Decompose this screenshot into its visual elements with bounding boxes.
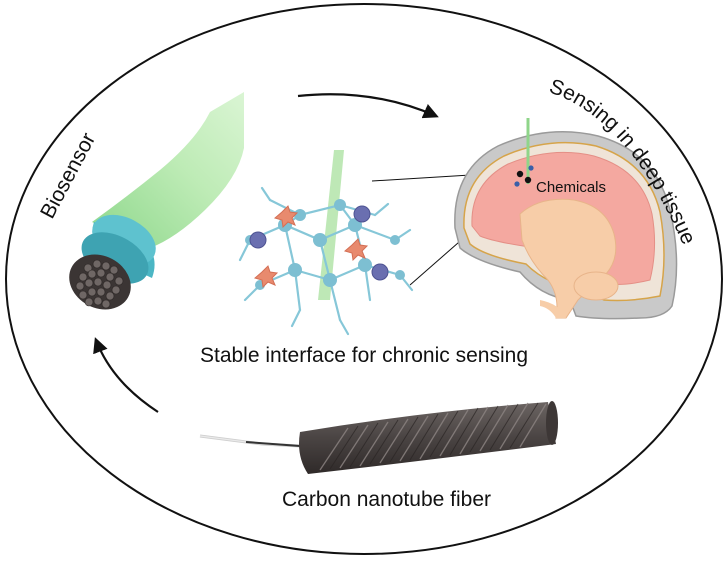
arrow-up-icon: [93, 337, 159, 413]
stable-interface-label: Stable interface for chronic sensing: [200, 344, 528, 367]
neural-interface-illustration: [238, 150, 414, 336]
arrow-right-icon: [297, 93, 439, 119]
outer-ellipse: [5, 3, 723, 555]
brain-cross-section-illustration: [454, 118, 678, 320]
carbon-nanotube-fiber-illustration: [199, 401, 558, 474]
biosensor-fiber-illustration: [69, 92, 244, 310]
chemicals-label: Chemicals: [536, 179, 606, 196]
biosensor-label: Biosensor: [36, 129, 100, 222]
carbon-fiber-label: Carbon nanotube fiber: [282, 488, 491, 511]
